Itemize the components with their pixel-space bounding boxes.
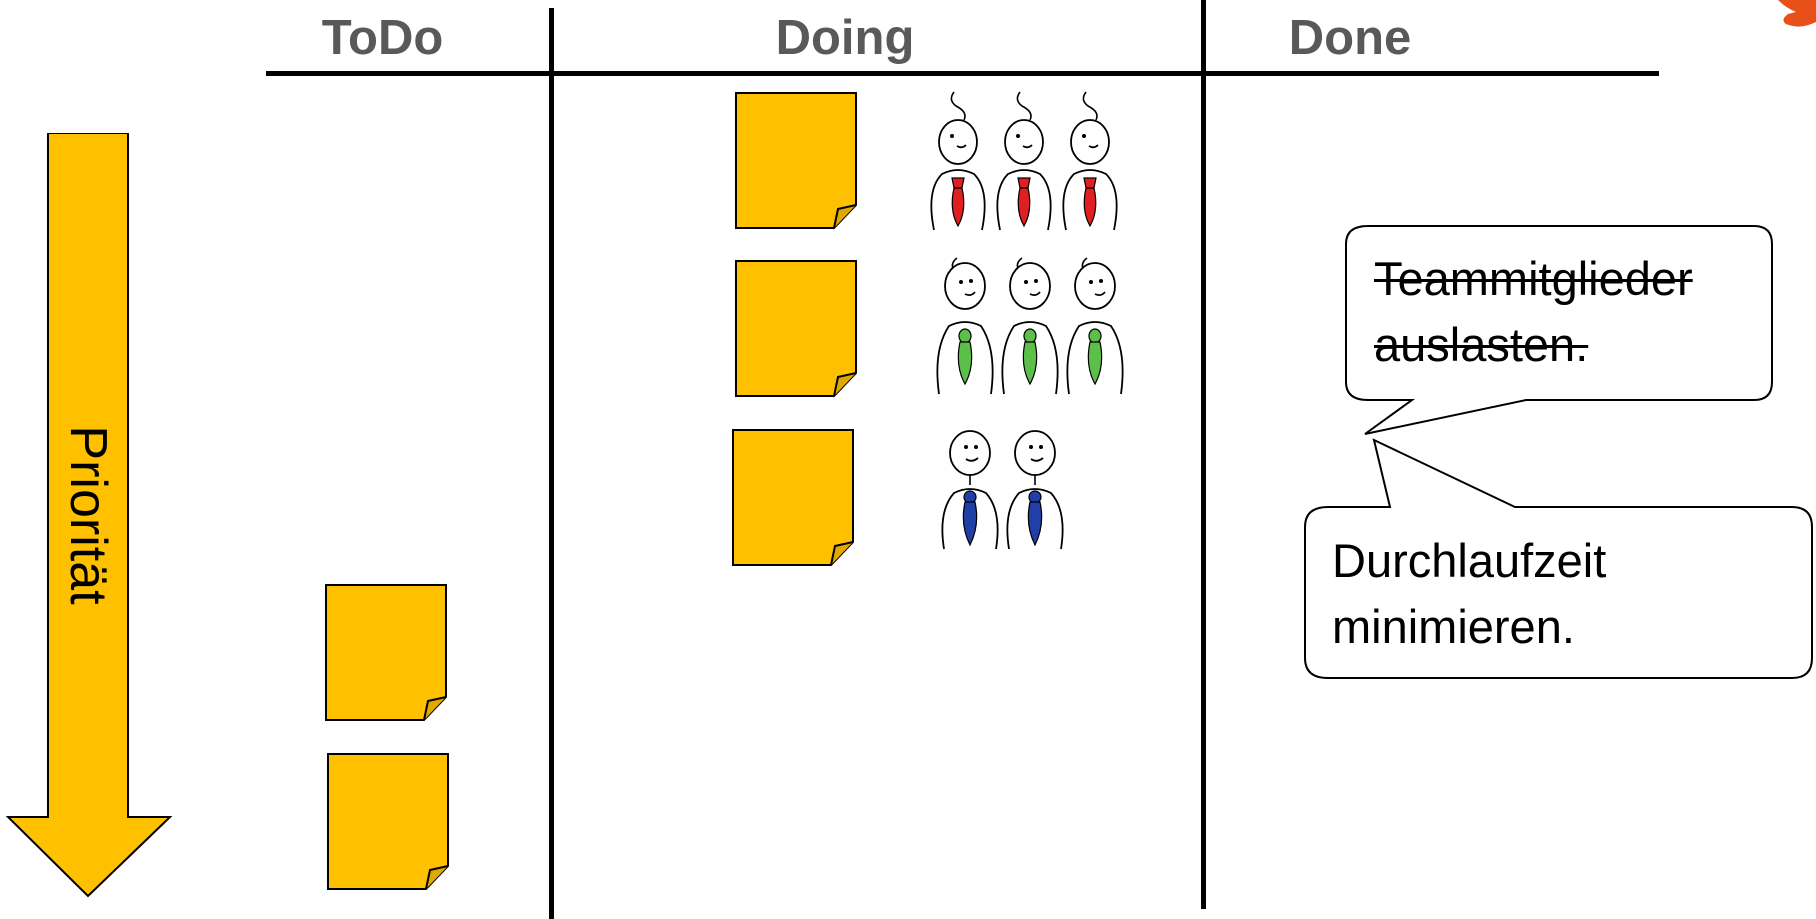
sticky-note-todo-2[interactable] <box>327 753 449 890</box>
speech-bubble-2-line1: Durchlaufzeit <box>1332 534 1607 587</box>
column-header-todo: ToDo <box>321 11 444 65</box>
column-header-doing: Doing <box>775 11 915 65</box>
team-member-red-3 <box>1060 90 1120 231</box>
priority-label: Priorität <box>59 425 117 605</box>
team-member-blue-1 <box>940 427 1000 567</box>
team-member-green-2 <box>1000 254 1060 395</box>
team-member-red-2 <box>994 90 1054 231</box>
board-header-line <box>266 71 1659 76</box>
sticky-note-doing-2[interactable] <box>735 260 857 397</box>
speech-bubble-2-line2: minimieren. <box>1332 600 1575 653</box>
logo-fragment <box>1756 0 1816 32</box>
speech-bubble-1-line2: auslasten. <box>1374 318 1589 371</box>
priority-arrow <box>6 133 172 898</box>
column-divider-doing-done <box>1201 0 1206 909</box>
speech-bubble-2-text: Durchlaufzeit minimieren. <box>1332 528 1606 660</box>
team-member-red-1 <box>928 90 988 231</box>
team-member-blue-2 <box>1005 427 1065 567</box>
speech-bubble-1-line1: Teammitglieder <box>1374 252 1693 305</box>
team-member-green-3 <box>1065 254 1125 395</box>
sticky-note-doing-3[interactable] <box>732 429 854 566</box>
sticky-note-doing-1[interactable] <box>735 92 857 229</box>
team-member-green-1 <box>935 254 995 395</box>
sticky-note-todo-1[interactable] <box>325 584 447 721</box>
column-divider-todo-doing <box>549 8 554 919</box>
speech-bubble-1-text: Teammitglieder auslasten. <box>1374 246 1693 378</box>
column-header-done: Done <box>1288 11 1412 65</box>
